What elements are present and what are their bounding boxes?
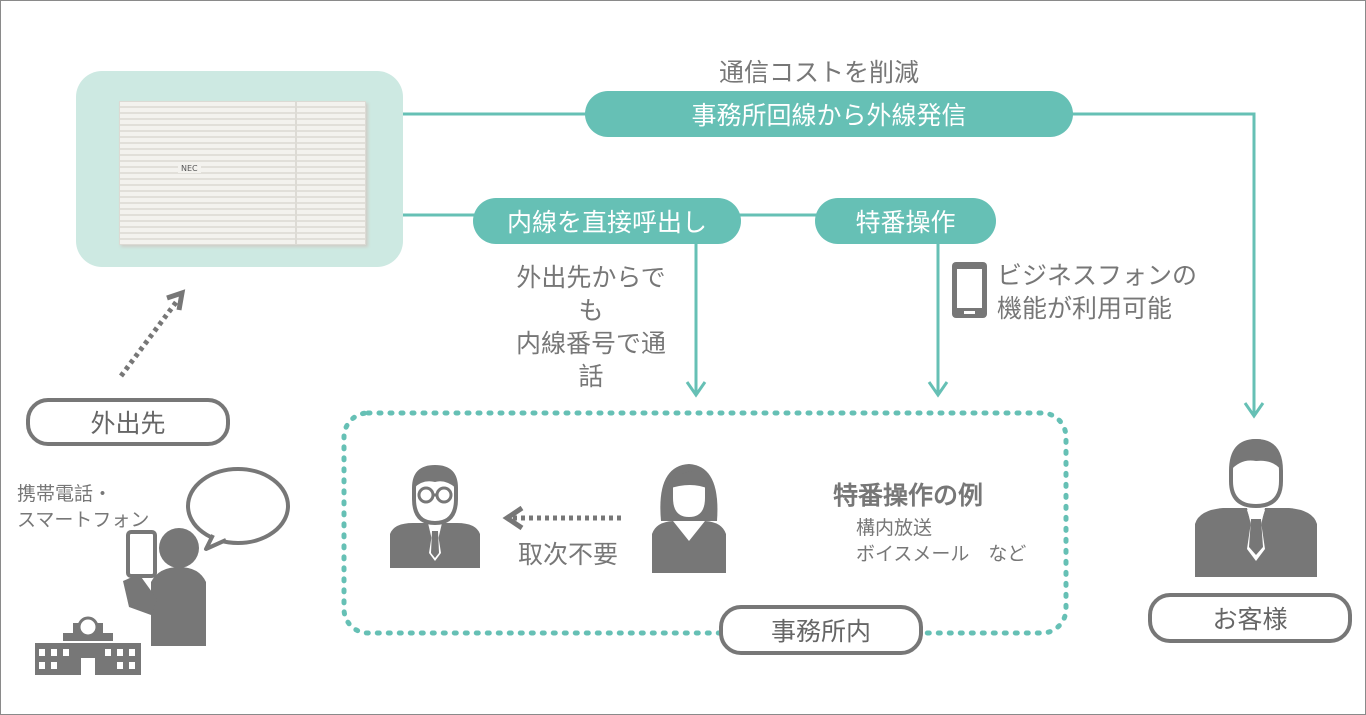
dotted-arrowhead-pbx	[166, 289, 186, 311]
dotted-arrowhead-boss	[502, 505, 524, 531]
pbx-brand: NEC	[181, 164, 198, 173]
cost-reduction-caption: 通信コストを削減	[719, 58, 920, 87]
special-operation-pill: 特番操作	[815, 198, 996, 244]
caller-person-icon	[123, 528, 206, 646]
outside-extension-note: 外出先からで も 内線番号で通 話	[515, 263, 666, 391]
office-boundary	[341, 410, 1069, 636]
speech-bubble-icon	[186, 467, 290, 551]
outside-call-route-pill: 事務所回線から外線発信	[585, 91, 1073, 137]
office-boss-icon	[390, 464, 480, 568]
customer-icon	[1195, 438, 1317, 577]
pbx-device: NEC	[119, 101, 366, 245]
special-examples-title: 特番操作の例	[833, 481, 984, 510]
smartphone-icon	[952, 262, 987, 318]
bizphone-feature-note: ビジネスフォンの 機能が利用可能	[997, 261, 1198, 323]
building-icon	[35, 616, 141, 675]
special-examples-list: 構内放送 ボイスメール など	[856, 517, 1027, 565]
no-transfer-label: 取次不要	[518, 540, 619, 569]
mobile-phone-note: 携帯電話・ スマートフォン	[17, 483, 150, 531]
arrowhead-special	[927, 381, 949, 398]
direct-extension-pill: 内線を直接呼出し	[473, 198, 741, 244]
away-location-pill: 外出先	[26, 398, 230, 446]
customer-label-pill: お客様	[1148, 593, 1352, 643]
office-label-pill: 事務所内	[719, 605, 923, 655]
dotted-arrow-to-pbx	[118, 299, 180, 378]
arrowhead-direct	[685, 381, 707, 398]
office-staff-icon	[652, 464, 726, 573]
arrowhead-customer	[1243, 402, 1265, 419]
